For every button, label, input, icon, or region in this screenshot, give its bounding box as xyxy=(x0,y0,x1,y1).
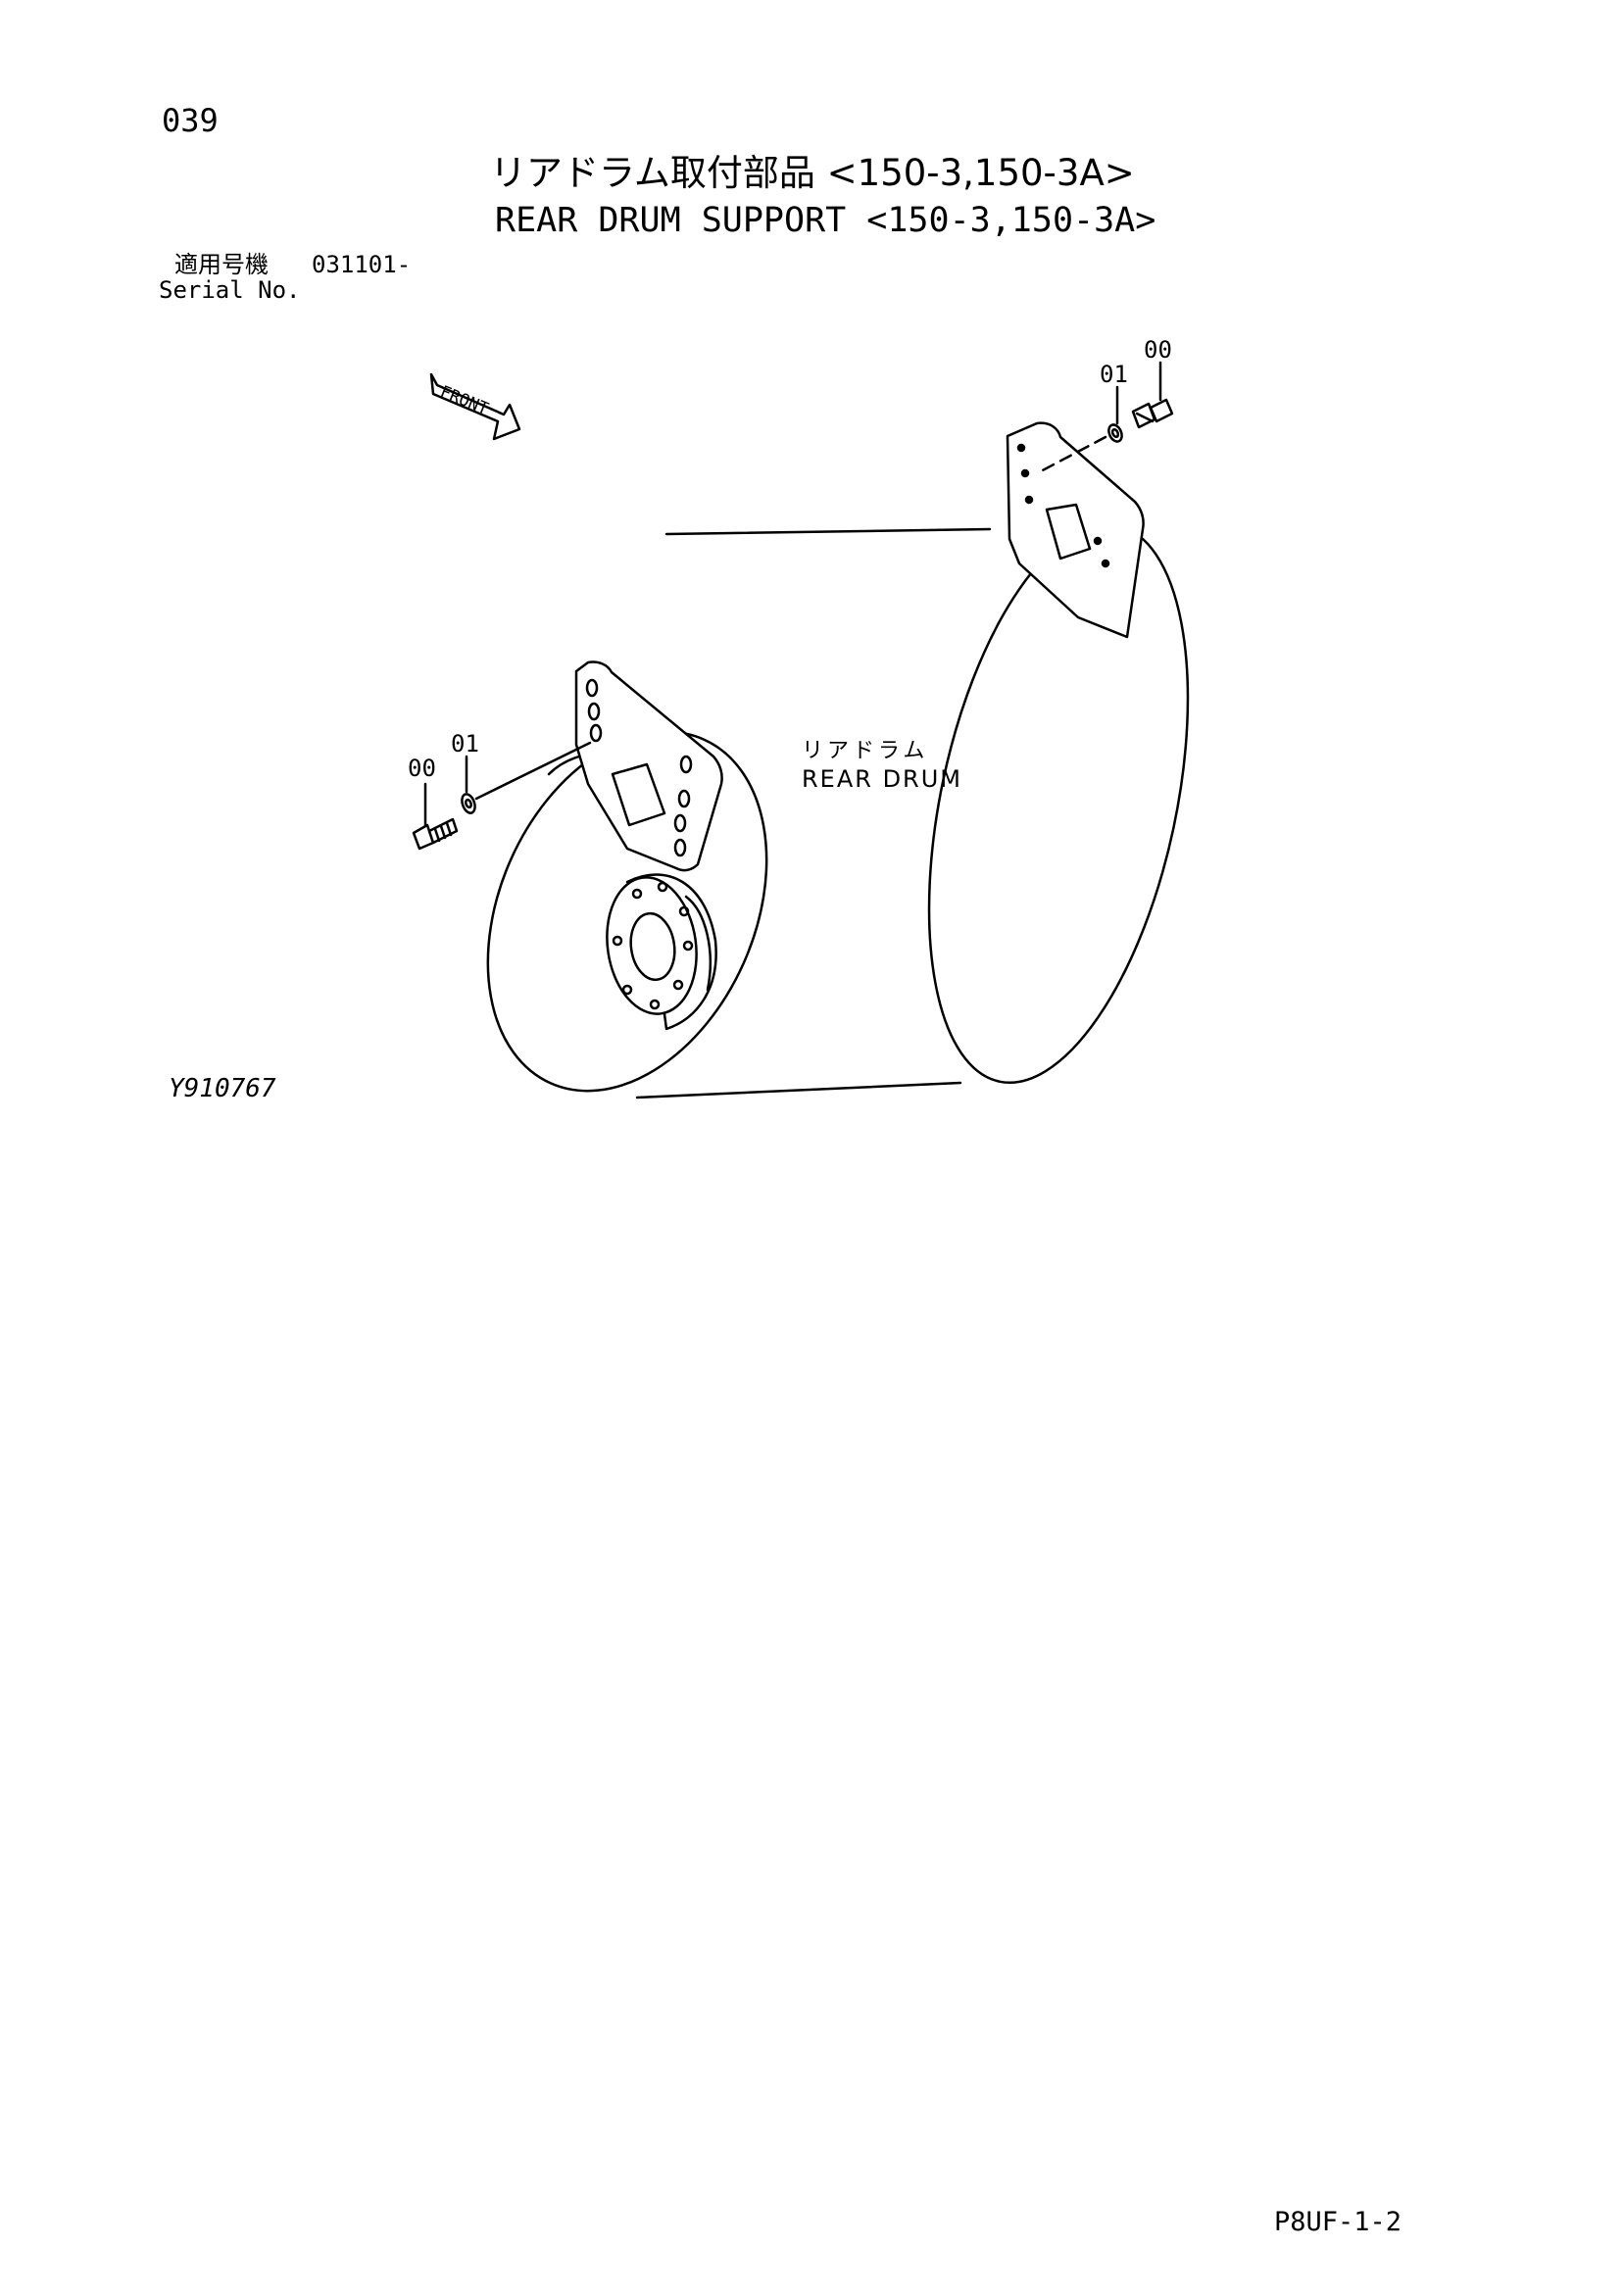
left-washer xyxy=(461,793,476,814)
front-arrow-icon xyxy=(429,372,521,441)
serial-number: 031101- xyxy=(312,251,412,278)
left-bolt xyxy=(412,817,459,851)
left-mounting-bracket xyxy=(574,660,723,872)
page-title-japanese: リアドラム取付部品 <150-3,150-3A> xyxy=(490,152,1135,194)
drum-hub-flange xyxy=(606,873,717,1031)
right-assembly-line xyxy=(1037,435,1107,474)
part-label-left-00: 00 xyxy=(408,755,436,782)
right-washer xyxy=(1107,423,1123,443)
component-label-japanese: リアドラム xyxy=(802,739,928,763)
part-label-right-01: 01 xyxy=(1100,361,1128,388)
right-mounting-bracket xyxy=(1006,421,1145,639)
page-code: P8UF-1-2 xyxy=(1274,2207,1402,2237)
page-number: 039 xyxy=(162,102,219,139)
component-label-english: REAR DRUM xyxy=(802,765,962,793)
drawing-id: Y910767 xyxy=(169,1074,276,1103)
page-title-english: REAR DRUM SUPPORT <150-3,150-3A> xyxy=(495,201,1156,240)
serial-label-japanese: 適用号機 xyxy=(174,251,269,278)
front-label: FRONT xyxy=(437,382,491,419)
serial-label-english: Serial No. xyxy=(159,276,301,304)
right-bolt xyxy=(1131,398,1174,429)
part-label-left-01: 01 xyxy=(451,730,479,757)
left-assembly-line xyxy=(474,741,592,801)
part-label-right-00: 00 xyxy=(1144,336,1172,364)
